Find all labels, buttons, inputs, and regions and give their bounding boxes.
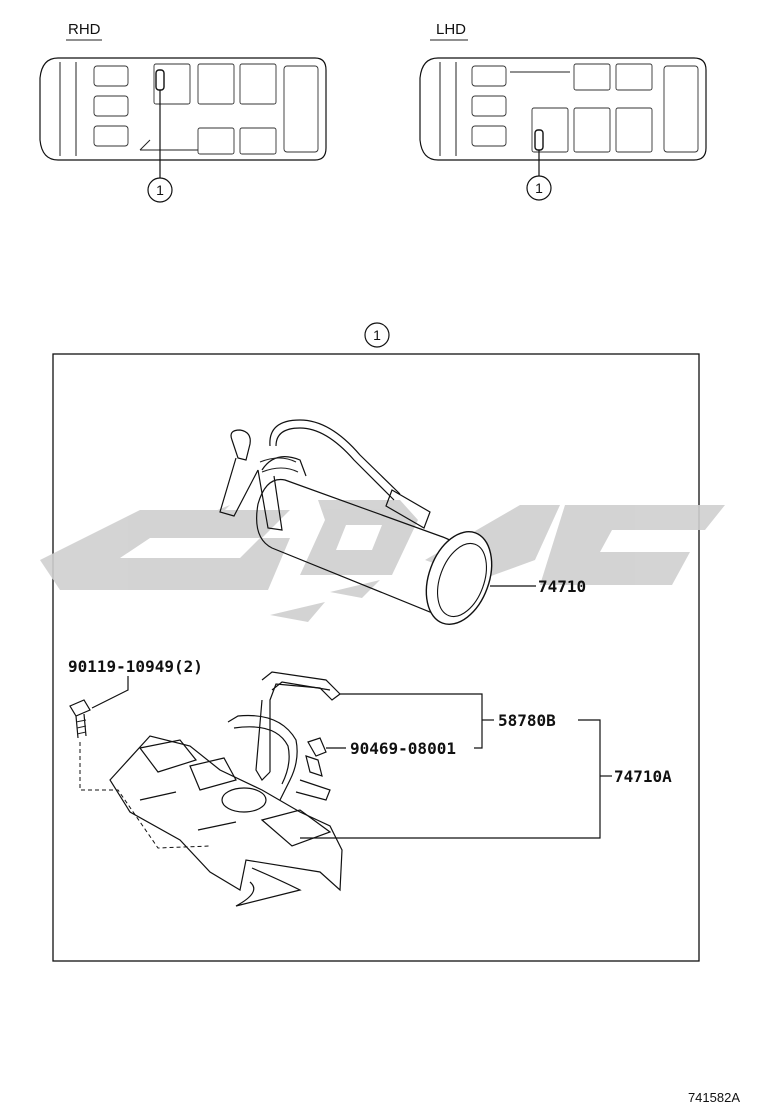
figure-code: 741582A	[688, 1090, 740, 1105]
bolt	[69, 699, 91, 739]
rhd-callout-circle	[147, 177, 173, 203]
lhd-callout-number: 1	[535, 180, 543, 196]
part-number-74710A: 74710A	[614, 767, 672, 786]
lhd-van-view: LHD 1	[419, 21, 707, 201]
extinguisher-valve-head	[261, 456, 307, 477]
detail-frame	[52, 353, 700, 962]
bolt-dashed-guide	[79, 742, 211, 849]
rhd-van-body	[39, 57, 327, 161]
leader-90119	[91, 676, 129, 709]
detail-callout-number: 1	[373, 327, 381, 343]
lhd-van-body	[419, 57, 707, 161]
rhd-callout-number: 1	[156, 182, 164, 198]
extinguisher-hose	[269, 419, 401, 495]
part-number-74710: 74710	[538, 577, 586, 596]
part-number-90469-08001: 90469-08001	[350, 739, 456, 758]
part-number-90119-10949: 90119-10949(2)	[68, 657, 203, 676]
lhd-callout-circle	[526, 175, 552, 201]
watermark-logo	[40, 500, 725, 622]
leader-74710A	[300, 719, 601, 839]
detail-callout-circle	[364, 322, 390, 348]
lhd-label: LHD	[436, 21, 466, 38]
fire-extinguisher	[219, 419, 493, 625]
rhd-label: RHD	[68, 21, 101, 38]
leader-58780B-bracket	[340, 693, 483, 749]
bracket-assembly	[109, 671, 343, 907]
lhd-seats	[471, 63, 699, 153]
part-number-58780B: 58780B	[498, 711, 556, 730]
extinguisher-lever	[219, 457, 259, 517]
extinguisher-nozzle	[385, 489, 431, 529]
bracket-clamp-band	[227, 714, 298, 801]
rhd-seats	[93, 63, 319, 155]
clip-90469	[305, 737, 327, 777]
bracket-base-plate	[109, 735, 343, 892]
extinguisher-pull-ring	[230, 429, 251, 461]
rhd-van-view: RHD 1	[39, 21, 327, 203]
bracket-strap	[261, 671, 341, 772]
